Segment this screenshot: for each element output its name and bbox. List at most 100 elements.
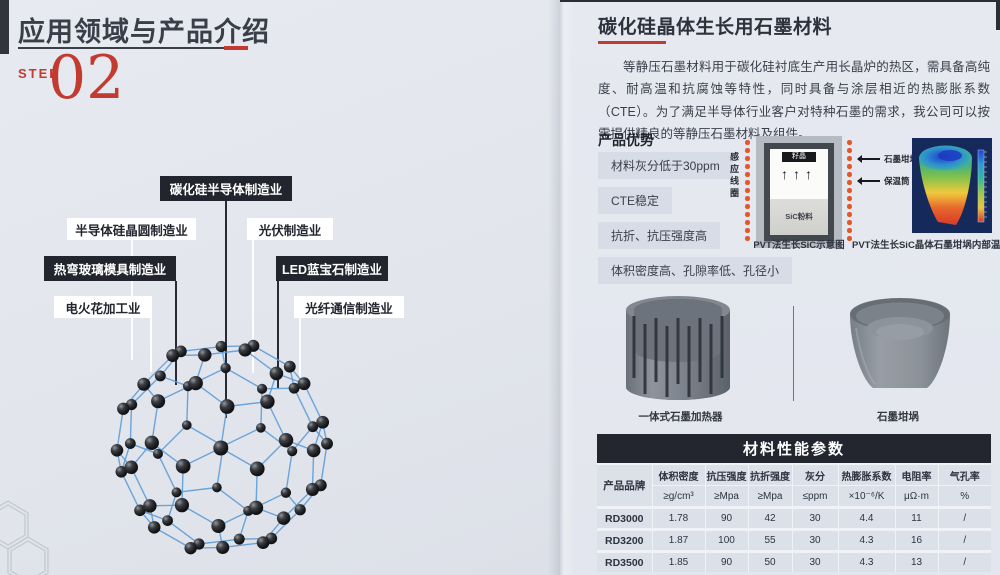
table-cell: 50	[748, 551, 793, 572]
advantage-item: CTE稳定	[598, 187, 673, 214]
table-cell: 13	[895, 551, 939, 572]
growth-chamber: 籽晶 ↑↑↑ SiC粉料	[770, 149, 828, 235]
table-cell: /	[938, 551, 992, 572]
connector-line	[252, 240, 254, 373]
table-cell: 30	[792, 529, 839, 553]
connector-line	[175, 281, 177, 385]
table-cell: /	[938, 529, 992, 553]
left-arrow-icon	[857, 177, 880, 185]
table-row: RD3200 1.87 100 55 30 4.3 16 /	[597, 529, 992, 553]
advantage-item: 体积密度高、孔隙率低、孔径小	[598, 257, 793, 284]
connector-line	[299, 318, 301, 380]
table-row: RD3000 1.78 90 42 30 4.4 11 /	[597, 507, 992, 531]
table-cell: %	[938, 485, 992, 509]
table-cell: ≥Mpa	[705, 485, 749, 509]
page-spine-shadow	[548, 0, 574, 575]
advantage-item: 抗折、抗压强度高	[598, 222, 721, 249]
crucible-outline: 籽晶 ↑↑↑ SiC粉料	[756, 136, 842, 248]
photo-divider	[793, 306, 794, 401]
section-title-underline	[598, 41, 666, 44]
table-row: RD3500 1.85 90 50 30 4.3 13 /	[597, 551, 992, 572]
table-unit-row: ≥g/cm³ ≥Mpa ≥Mpa ≤ppm ×10⁻⁶/K μΩ·m %	[597, 485, 992, 509]
connector-line	[150, 318, 152, 372]
advantage-item: 材料灰分低于30ppm	[598, 152, 733, 179]
step-label: STEP	[18, 66, 60, 81]
table-cell: 4.3	[838, 529, 896, 553]
product-caption: 一体式石墨加热器	[638, 411, 723, 423]
schematic-caption: PVT法生长SiC示意图	[753, 240, 845, 251]
thermal-simulation-image	[912, 138, 992, 233]
up-arrows-icon: ↑↑↑	[781, 166, 817, 182]
graphite-crucible-photo	[850, 298, 950, 388]
sic-powder-label: SiC粉料	[770, 198, 828, 235]
table-cell: 16	[895, 529, 939, 553]
table-cell: ≥g/cm³	[652, 485, 706, 509]
table-cell: 1.87	[652, 529, 706, 553]
industry-label-fiber-optic: 光纤通信制造业	[294, 296, 404, 318]
table-cell: 42	[748, 507, 793, 531]
graphite-frame: 籽晶 ↑↑↑ SiC粉料	[764, 143, 834, 241]
table-cell: 灰分	[792, 464, 839, 486]
industry-label-silicon-wafer: 半导体硅晶圆制造业	[67, 218, 196, 240]
left-arrow-icon	[857, 155, 880, 163]
graphite-heater-photo	[626, 296, 730, 400]
thermal-caption: PVT法生长SiC晶体石墨坩埚内部温场示意图	[852, 240, 1000, 251]
top-edge-line	[560, 0, 1000, 2]
table-cell: ≤ppm	[792, 485, 839, 509]
seed-crystal-label: 籽晶	[782, 152, 816, 162]
table-cell: μΩ·m	[895, 485, 939, 509]
table-cell: 气孔率	[938, 464, 992, 486]
product-caption: 石墨坩埚	[877, 411, 919, 423]
table-cell: 100	[705, 529, 749, 553]
table-cell: 1.85	[652, 551, 706, 572]
pointer-label-row: 石墨坩埚	[857, 153, 918, 165]
table-cell: RD3200	[597, 529, 653, 553]
table-title: 材料性能参数	[597, 434, 992, 465]
industry-label-glass-mold: 热弯玻璃模具制造业	[44, 256, 176, 281]
induction-coil-dots	[745, 140, 750, 241]
pvt-schematic: 感应线圈 籽晶 ↑↑↑ SiC粉料 石墨坩埚 保温筒	[728, 136, 918, 254]
table-cell: 1.78	[652, 507, 706, 531]
table-cell: ≥Mpa	[748, 485, 793, 509]
industry-label-sic-semiconductor: 碳化硅半导体制造业	[160, 176, 292, 201]
table-cell: 热膨胀系数	[838, 464, 896, 486]
page-title: 应用领域与产品介绍	[18, 17, 270, 47]
table-header-row: 产品品牌 体积密度 抗压强度 抗折强度 灰分 热膨胀系数 电阻率 气孔率	[597, 464, 992, 509]
advantages-list: 材料灰分低于30ppm CTE稳定 抗折、抗压强度高 体积密度高、孔隙率低、孔径…	[598, 152, 793, 292]
right-edge-strip	[996, 0, 1000, 30]
advantages-title: 产品优势	[598, 132, 654, 148]
industry-label-led-sapphire: LED蓝宝石制造业	[276, 256, 388, 281]
pointer-label-row: 保温筒	[857, 175, 910, 187]
induction-coil-dots	[847, 140, 852, 241]
corner-dark-strip	[0, 0, 9, 54]
fullerene-molecule-diagram	[110, 339, 333, 555]
table-cell: 电阻率	[895, 464, 939, 486]
table-cell: 4.4	[838, 507, 896, 531]
hexagon-decor	[0, 500, 49, 575]
step-number: 02	[48, 43, 125, 113]
connector-line	[225, 201, 227, 418]
induction-coil-label: 感应线圈	[729, 152, 739, 200]
table-cell: 抗折强度	[748, 464, 793, 486]
table-cell: 4.3	[838, 551, 896, 572]
table-cell: 抗压强度	[705, 464, 749, 486]
industry-label-photovoltaic: 光伏制造业	[247, 218, 333, 240]
table-cell: 90	[705, 507, 749, 531]
industry-label-edm: 电火花加工业	[54, 296, 152, 318]
material-params-table: 材料性能参数 产品品牌 体积密度 抗压强度 抗折强度 灰分 热膨胀系数 电阻率 …	[597, 434, 992, 572]
table-cell: 11	[895, 507, 939, 531]
table-cell: ×10⁻⁶/K	[838, 485, 896, 509]
table-cell: 55	[748, 529, 793, 553]
title-underline	[18, 47, 246, 49]
title-underline-accent	[224, 46, 248, 50]
table-cell: 90	[705, 551, 749, 572]
table-cell: 30	[792, 551, 839, 572]
section-title: 碳化硅晶体生长用石墨材料	[598, 17, 833, 38]
table-cell: 30	[792, 507, 839, 531]
table-title-row: 材料性能参数	[597, 434, 992, 465]
table-cell: RD3500	[597, 551, 653, 572]
table-cell: /	[938, 507, 992, 531]
table-cell: 产品品牌	[597, 464, 653, 509]
connector-line	[277, 281, 279, 388]
